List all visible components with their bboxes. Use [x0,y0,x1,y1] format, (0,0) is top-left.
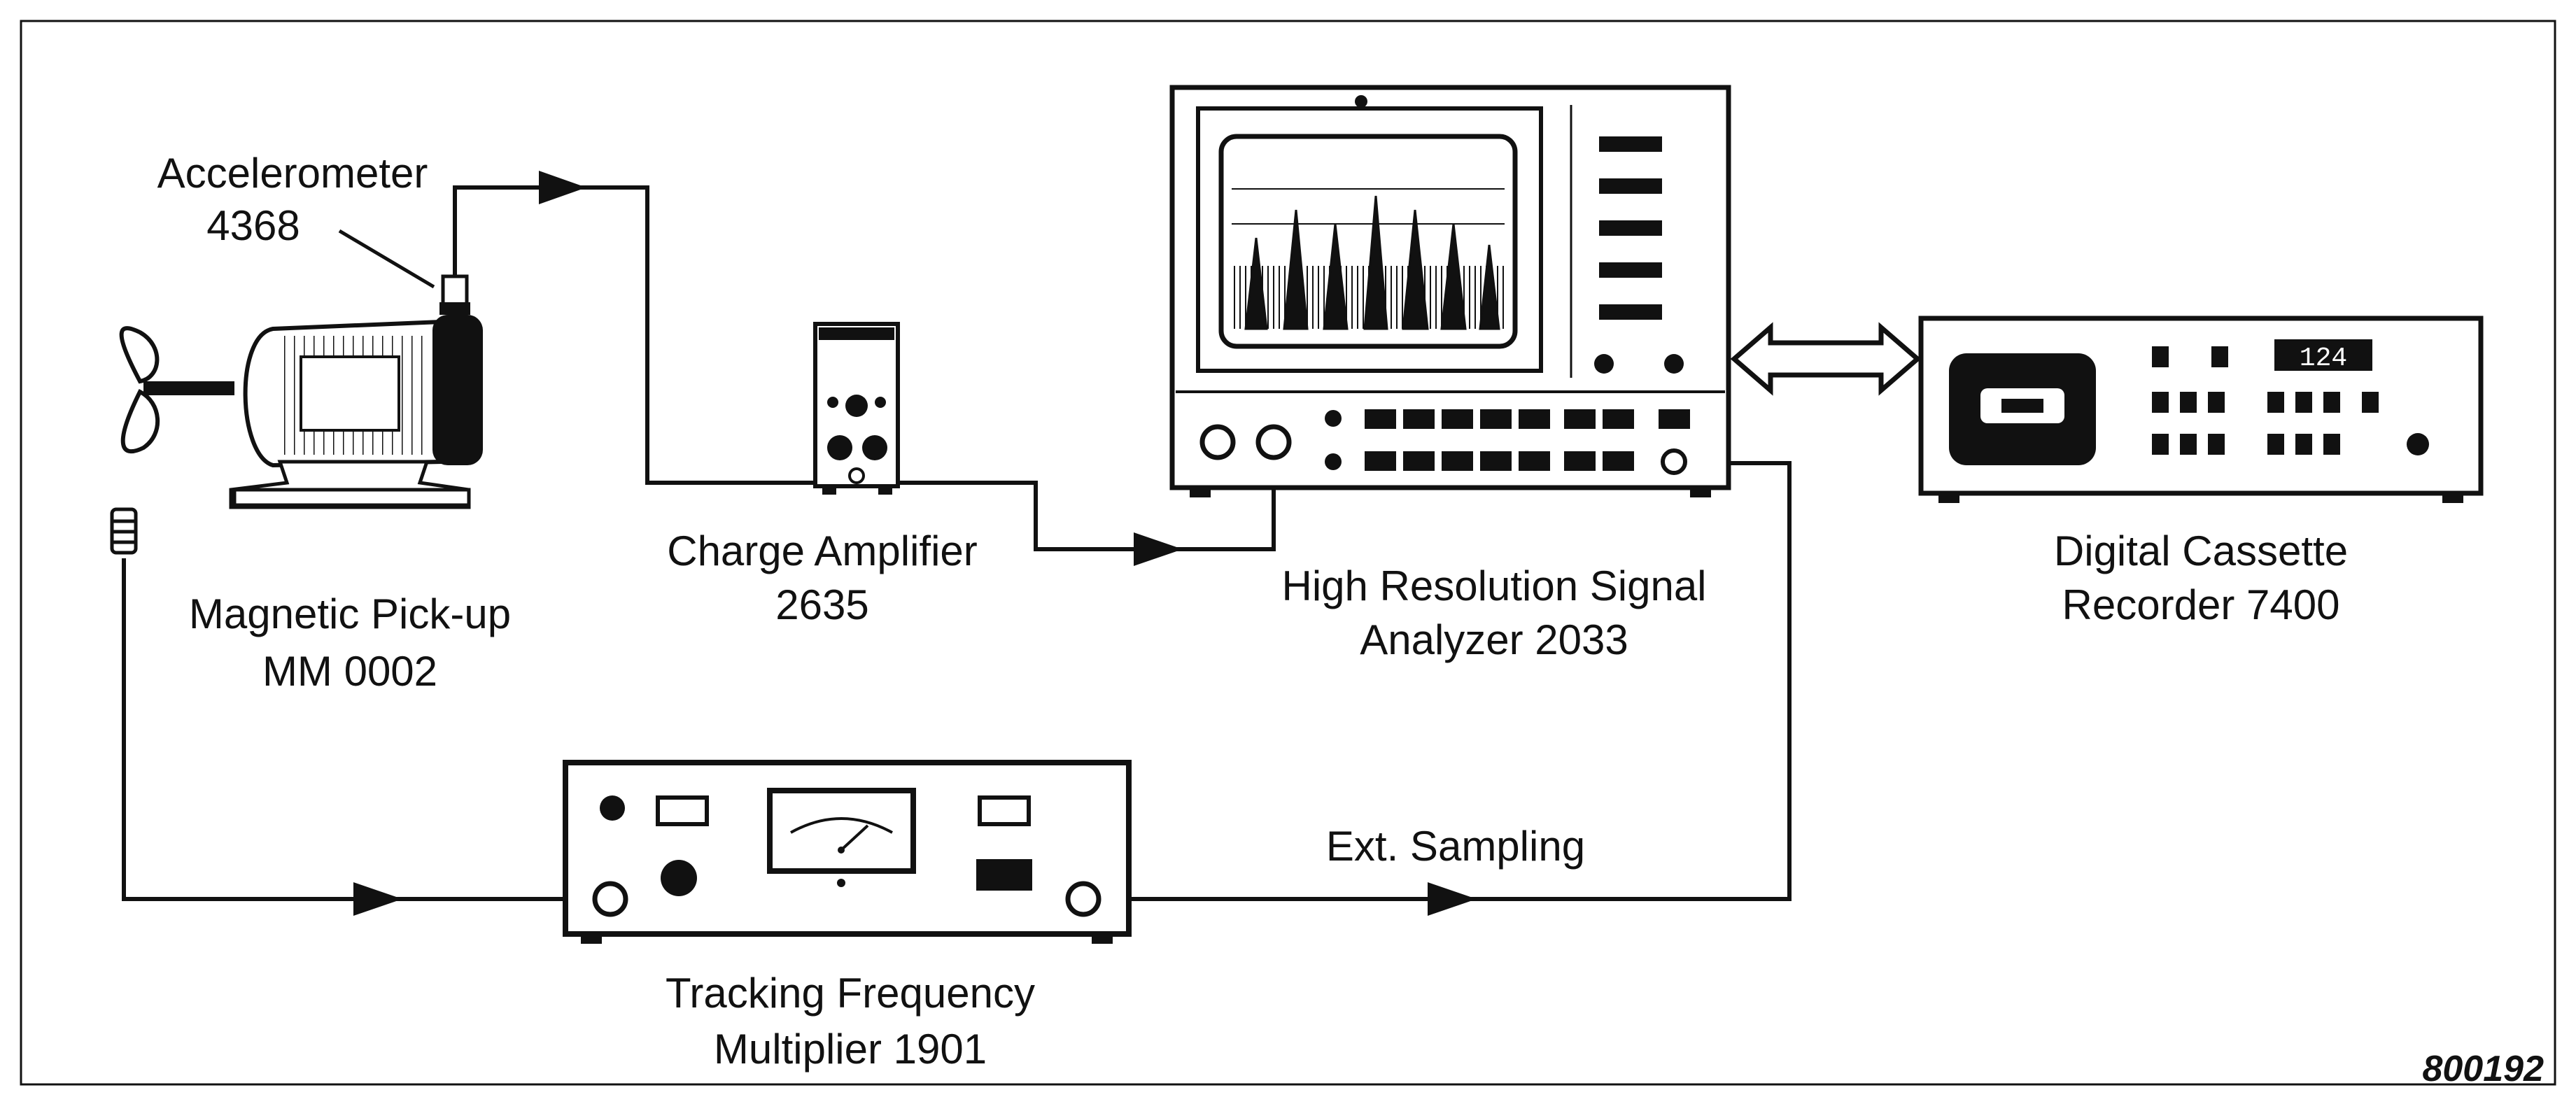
accelerometer-label: Accelerometer 4368 [157,150,428,249]
signal-analyzer-device [1169,85,1731,497]
analyzer-ext-sampling-connector [1255,424,1292,460]
multiplier-input-connector [592,881,628,917]
cassette-recorder-label: Digital Cassette Recorder 7400 [2054,528,2348,628]
arrow-accel-wire [539,171,586,204]
charge-amplifier-label-line1: Charge Amplifier [667,528,978,574]
magnetic-pickup-label-line1: Magnetic Pick-up [189,590,511,637]
arrow-charge-amp-wire [1134,532,1183,566]
tracking-multiplier-label-line1: Tracking Frequency [666,970,1035,1017]
motor-base-plate [232,488,471,507]
signal-analyzer-label-line1: High Resolution Signal [1281,562,1706,609]
tracking-multiplier-label-line2: Multiplier 1901 [714,1026,987,1073]
tracking-multiplier-device [563,760,1132,944]
charge-amplifier-device [813,322,900,495]
ext-sampling-label: Ext. Sampling [1326,823,1585,870]
frame-border [20,20,2556,1086]
signal-analyzer-label-line2: Analyzer 2033 [1360,616,1628,663]
wire-pickup-to-multiplier [122,558,595,901]
cassette-recorder-device: 124 [1918,316,2484,503]
fan-blade-upper [119,326,160,384]
bidirectional-data-arrow [1730,322,1922,396]
analyzer-spectrum-trace [1232,188,1505,330]
recorder-buttons [2152,346,2429,455]
wire-accel-to-charge-amp [453,185,819,485]
cassette-recorder-label-line2: Recorder 7400 [2062,581,2340,628]
figure-id-label: 800192 [2422,1049,2544,1089]
signal-wires [122,171,1792,916]
accelerometer-label-line1: Accelerometer [157,150,428,197]
magnetic-pickup-label-line2: MM 0002 [262,648,437,695]
analyzer-keypad [1365,409,1690,471]
signal-analyzer-label: High Resolution Signal Analyzer 2033 [1281,562,1706,663]
charge-amplifier-label-line2: 2635 [775,581,868,628]
tracking-multiplier-label: Tracking Frequency Multiplier 1901 [666,970,1035,1073]
magnetic-pickup-sensor [110,507,138,555]
motor-endcap [432,315,483,465]
accelerometer-base [439,302,470,315]
recorder-counter-display [2274,339,2372,371]
motor-nameplate [300,355,400,432]
arrow-ext-sampling-wire [1428,882,1477,916]
accelerometer-label-line2: 4368 [206,202,300,249]
accelerometer-leader-line [338,229,435,289]
motor-assembly [119,229,483,509]
wire-charge-amp-to-analyzer [894,434,1276,551]
fan-blade-lower [120,388,160,454]
analyzer-softkeys [1594,136,1684,374]
recorder-counter-text: 124 [2300,344,2347,374]
charge-amplifier-label: Charge Amplifier 2635 [667,528,978,628]
analyzer-input-connector [1199,424,1236,460]
motor-shaft [143,381,234,395]
multiplier-output-connector [1065,881,1102,917]
cassette-recorder-label-line1: Digital Cassette [2054,528,2348,574]
magnetic-pickup-label: Magnetic Pick-up MM 0002 [189,590,511,695]
arrow-pickup-wire [353,882,402,916]
